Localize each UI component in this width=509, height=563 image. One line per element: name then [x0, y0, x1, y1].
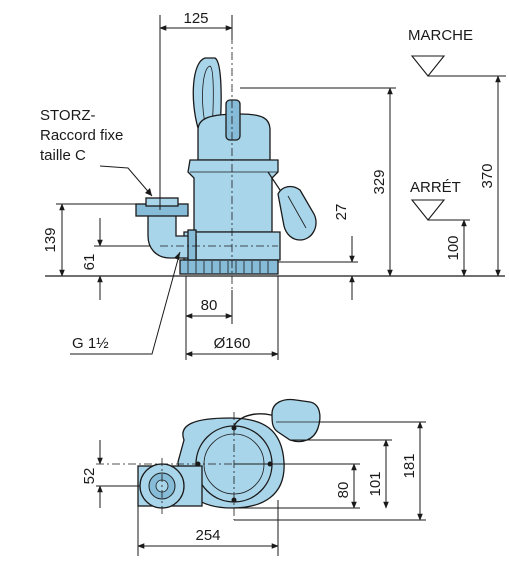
dim-plan-80: 80	[335, 482, 352, 499]
connection-label-2: Raccord fixe	[40, 127, 123, 144]
handle	[225, 99, 241, 141]
dim-329: 329	[371, 169, 388, 194]
dim-80: 80	[201, 297, 218, 314]
power-cable	[192, 57, 222, 129]
plan-view: 52 80 101 181 254	[81, 398, 426, 556]
dim-370: 370	[479, 163, 496, 188]
arret-level-symbol	[410, 199, 446, 221]
marche-label: MARCHE	[408, 27, 473, 44]
side-view: 125 STORZ- Raccord fixe taille C 139 61 …	[40, 10, 506, 360]
strainer-base	[179, 259, 279, 275]
dim-plan-101: 101	[367, 471, 384, 496]
dim-d160: Ø160	[214, 335, 251, 352]
dim-139: 139	[42, 227, 59, 252]
marche-level-symbol	[410, 55, 446, 77]
dim-plan-254: 254	[195, 527, 220, 544]
dim-plan-52: 52	[81, 468, 98, 485]
strainer-slots	[187, 261, 269, 273]
connection-label-3: taille C	[40, 147, 86, 164]
float-switch	[267, 171, 317, 241]
thread-label: G 1½	[72, 335, 109, 352]
dim-125: 125	[183, 10, 208, 27]
dim-27: 27	[333, 204, 350, 221]
power-cable-inner	[202, 65, 214, 129]
dim-plan-181: 181	[401, 453, 418, 478]
plan-float-switch	[271, 398, 321, 443]
arret-label: ARRÉT	[410, 179, 461, 196]
connection-label-1: STORZ-	[40, 107, 96, 124]
dim-61: 61	[81, 254, 98, 271]
dim-100: 100	[445, 235, 462, 260]
motor-housing	[187, 159, 279, 233]
